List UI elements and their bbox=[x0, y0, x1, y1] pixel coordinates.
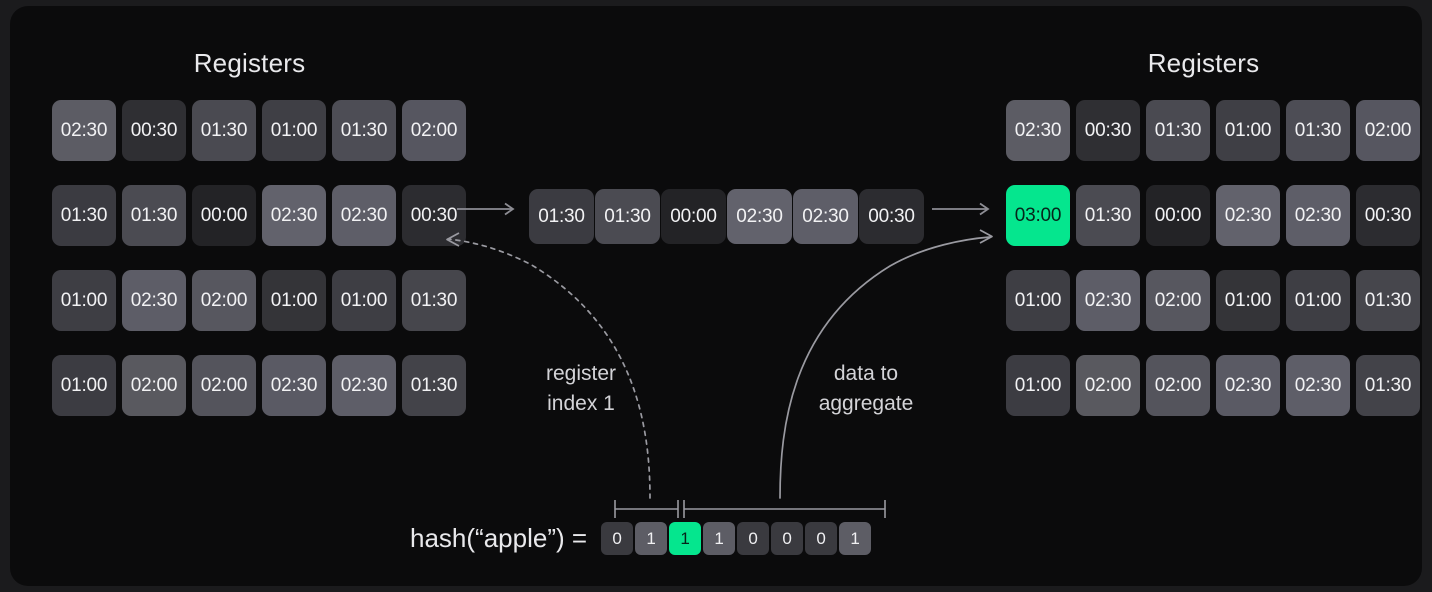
registers-grid-before-cell: 01:00 bbox=[262, 270, 326, 331]
registers-grid-after-cell: 00:30 bbox=[1076, 100, 1140, 161]
hash-bit: 0 bbox=[805, 522, 838, 555]
registers-grid-after-cell: 03:00 bbox=[1006, 185, 1070, 246]
registers-grid-before-cell: 01:30 bbox=[122, 185, 186, 246]
data-to-aggregate-arrowhead-icon bbox=[979, 229, 993, 244]
registers-grid-after-cell: 02:30 bbox=[1286, 185, 1350, 246]
registers-grid-before-cell: 01:30 bbox=[52, 185, 116, 246]
registers-grid-after-cell: 01:00 bbox=[1006, 355, 1070, 416]
registers-grid-after-cell: 02:30 bbox=[1006, 100, 1070, 161]
registers-grid-after-cell: 01:30 bbox=[1356, 270, 1420, 331]
registers-grid-after-cell: 02:00 bbox=[1146, 270, 1210, 331]
registers-grid-before-cell: 01:30 bbox=[402, 355, 466, 416]
registers-grid-before-cell: 01:30 bbox=[192, 100, 256, 161]
registers-grid-after-cell: 01:00 bbox=[1286, 270, 1350, 331]
registers-grid-before-cell: 00:00 bbox=[192, 185, 256, 246]
registers-grid-before-cell: 01:30 bbox=[402, 270, 466, 331]
registers-grid-before-cell: 02:00 bbox=[402, 100, 466, 161]
arrow-row-to-grid-icon bbox=[932, 202, 990, 216]
registers-grid-before-cell: 01:00 bbox=[332, 270, 396, 331]
registers-grid-after-cell: 01:30 bbox=[1146, 100, 1210, 161]
registers-grid-before-cell: 01:00 bbox=[262, 100, 326, 161]
registers-grid-after-cell: 02:00 bbox=[1076, 355, 1140, 416]
registers-grid-after-cell: 00:30 bbox=[1356, 185, 1420, 246]
hash-bit: 0 bbox=[771, 522, 804, 555]
hash-bit: 1 bbox=[703, 522, 736, 555]
registers-grid-after-cell: 01:30 bbox=[1356, 355, 1420, 416]
data-to-aggregate-label: data to aggregate bbox=[818, 362, 914, 415]
selected-register-row-cell: 00:00 bbox=[661, 189, 726, 244]
registers-grid-before-cell: 00:30 bbox=[402, 185, 466, 246]
register-index-label: register index 1 bbox=[545, 362, 617, 415]
registers-grid-after-cell: 01:00 bbox=[1006, 270, 1070, 331]
registers-grid-after-cell: 02:30 bbox=[1216, 185, 1280, 246]
registers-grid-before-cell: 02:00 bbox=[192, 270, 256, 331]
registers-grid-before-cell: 02:00 bbox=[122, 355, 186, 416]
registers-grid-before-cell: 01:00 bbox=[52, 355, 116, 416]
hash-bit: 1 bbox=[839, 522, 872, 555]
registers-grid-before-cell: 01:30 bbox=[332, 100, 396, 161]
registers-grid-after-cell: 02:30 bbox=[1286, 355, 1350, 416]
registers-grid-before-cell: 02:30 bbox=[332, 355, 396, 416]
registers-grid-before-cell: 00:30 bbox=[122, 100, 186, 161]
bracket-index-bits bbox=[614, 500, 679, 518]
registers-grid-before-cell: 01:00 bbox=[52, 270, 116, 331]
selected-register-row-cell: 02:30 bbox=[727, 189, 792, 244]
registers-title-after: Registers bbox=[1147, 48, 1260, 78]
registers-grid-after-cell: 02:30 bbox=[1216, 355, 1280, 416]
arrow-grid-to-row-icon bbox=[457, 202, 515, 216]
selected-register-row-cell: 01:30 bbox=[529, 189, 594, 244]
hash-bit-brackets bbox=[614, 500, 886, 518]
registers-grid-after-cell: 00:00 bbox=[1146, 185, 1210, 246]
registers-grid-before-cell: 02:30 bbox=[52, 100, 116, 161]
selected-register-row-cell: 01:30 bbox=[595, 189, 660, 244]
selected-register-row-cell: 00:30 bbox=[859, 189, 924, 244]
registers-grid-before-cell: 02:30 bbox=[262, 355, 326, 416]
hash-bit: 0 bbox=[737, 522, 770, 555]
selected-register-row-cell: 02:30 bbox=[793, 189, 858, 244]
registers-grid-before-cell: 02:30 bbox=[262, 185, 326, 246]
hash-bit: 0 bbox=[601, 522, 634, 555]
registers-grid-after-cell: 02:00 bbox=[1146, 355, 1210, 416]
registers-grid-after-cell: 02:00 bbox=[1356, 100, 1420, 161]
registers-grid-before-cell: 02:30 bbox=[332, 185, 396, 246]
registers-grid-before-cell: 02:30 bbox=[122, 270, 186, 331]
registers-grid-after-cell: 01:30 bbox=[1286, 100, 1350, 161]
registers-grid-before-cell: 02:00 bbox=[192, 355, 256, 416]
hash-bit: 1 bbox=[635, 522, 668, 555]
registers-title-before: Registers bbox=[193, 48, 306, 78]
hash-bit: 1 bbox=[669, 522, 702, 555]
registers-grid-after-cell: 01:30 bbox=[1076, 185, 1140, 246]
registers-grid-after-cell: 01:00 bbox=[1216, 270, 1280, 331]
hash-expression-text: hash(“apple”) = bbox=[410, 523, 588, 553]
registers-grid-after-cell: 01:00 bbox=[1216, 100, 1280, 161]
bracket-data-bits bbox=[683, 500, 886, 518]
registers-grid-after-cell: 02:30 bbox=[1076, 270, 1140, 331]
